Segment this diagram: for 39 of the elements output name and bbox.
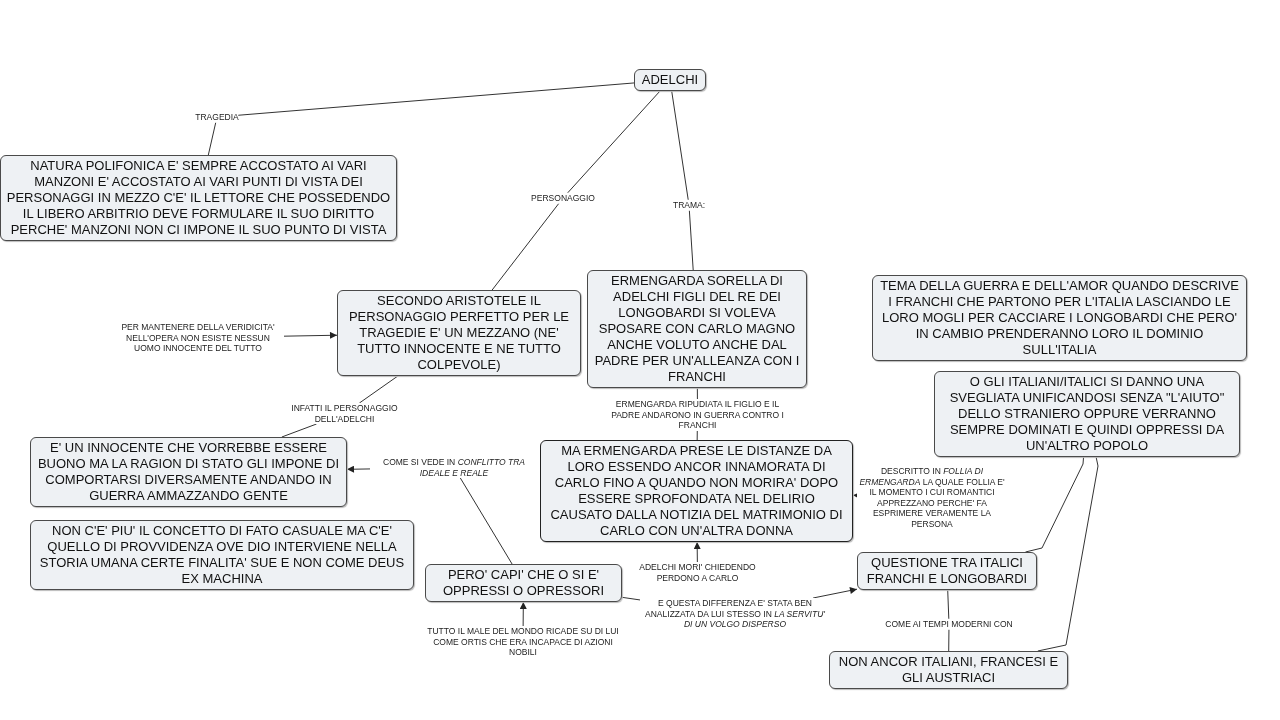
arrow [812, 587, 858, 599]
concept-text: PERO' CAPI' CHE O SI E' OPPRESSI O OPRESSORI [441, 567, 606, 599]
concept-box [634, 69, 706, 91]
connector-line [1025, 456, 1085, 553]
arrow [693, 541, 701, 563]
connector-line [281, 423, 317, 438]
concept-text: NON ANCOR ITALIANI, FRANCESI E GLI AUSTRIACI [837, 654, 1060, 686]
edge-label: PERSONAGGIO [531, 192, 595, 204]
concept-box [425, 564, 622, 602]
concept-box [857, 552, 1037, 590]
concept-text: ERMENGARDA SORELLA DI ADELCHI FIGLI DEL RE DEI LONGOBARDI SI VOLEVA SPOSARE CON CARLO MAGNO ANCHE VOLUTO ANCHE DAL PADRE PER UN'ALLEANZA CON I FRANCHI [593, 273, 801, 385]
concept-text: TEMA DELLA GUERRA E DELL'AMOR QUANDO DESCRIVE I FRANCHI CHE PARTONO PER L'ITALIA LASCIANDO LE LORO MOGLI PER CACCIARE I LONGOBARDI CHE PERO' IN CAMBIO PRENDERANNO LORO IL DOMINIO SULL'ITALIA [879, 278, 1240, 358]
connector-line [459, 477, 513, 565]
link-phrase: ERMENGARDA RIPUDIATA IL FIGLIO E IL PADRE ANDARONO IN GUERRA CONTRO I FRANCHI [610, 399, 785, 431]
connector-line [491, 90, 661, 291]
concept-text: O GLI ITALIANI/ITALICI SI DANNO UNA SVEGLIATA UNIFICANDOSI SENZA "L'AIUTO" DELLO STRANIERO OPPURE VERRANNO SEMPRE DOMINATI E QUINDI OPPRESSI DA UN'ALTRO POPOLO [948, 374, 1226, 454]
link-phrase: DESCRITTO IN FOLLIA DI ERMENGARDA LA QUALE FOLLIA E' IL MOMENTO I CUI ROMANTICI APPREZZANO PERCHE' FA ESPRIMERE VERAMENTE LA PERSONA [857, 466, 1007, 529]
connector-line [696, 387, 698, 400]
arrow [519, 601, 527, 627]
connector-line [621, 596, 641, 601]
edge-label: TRAMA: [672, 199, 706, 211]
arrow [283, 331, 338, 339]
concept-box [934, 371, 1240, 457]
concept-text: NON C'E' PIU' IL CONCETTO DI FATO CASUALE MA C'E' QUELLO DI PROVVIDENZA OVE DIO INTERVIENE NELLA STORIA UMANA CERTE FINALITA' SUE E NON COME DEUS EX MACHINA [38, 523, 406, 587]
connector-line [207, 82, 635, 156]
concept-text: MA ERMENGARDA PRESE LE DISTANZE DA LORO ESSENDO ANCOR INNAMORATA DI CARLO FINO A QUANDO NON MORIRA' DOPO ESSERE SPROFONDATA NEL DELIRIO CAUSATO DALLA NOTIZIA DEL MATRIMONIO DI CARLO CON UN'ALTRA DONNA [549, 443, 844, 539]
edge-label: TRAGEDIA [195, 111, 239, 123]
edge-label: COME AI TEMPI MODERNI CON [885, 618, 1013, 630]
concept-box [829, 651, 1068, 689]
connector-line [358, 375, 399, 404]
concept-text: SECONDO ARISTOTELE IL PERSONAGGIO PERFETTO PER LE TRAGEDIE E' UN MEZZANO (NE' TUTTO INNOCENTE E NE TUTTO COLPEVOLE) [347, 293, 571, 373]
concept-text: ADELCHI [640, 72, 700, 88]
concept-text: QUESTIONE TRA ITALICI FRANCHI E LONGOBARDI [865, 555, 1029, 587]
arrow [346, 465, 371, 473]
connector-line [1037, 456, 1099, 652]
connector-line [671, 90, 694, 271]
concept-text: E' UN INNOCENTE CHE VORREBBE ESSERE BUONO MA LA RAGION DI STATO GLI IMPONE DI COMPORTARSI DIVERSAMENTE ANDANDO IN GUERRA AMMAZZANDO GENTE [36, 440, 341, 504]
concept-text: NATURA POLIFONICA E' SEMPRE ACCOSTATO AI VARI MANZONI E' ACCOSTATO AI VARI PUNTI DI VISTA DEI PERSONAGGI IN MEZZO C'E' IL LETTORE CHE POSSEDENDO IL LIBERO ARBITRIO DEVE FORMULARE IL SUO DIRITTO PERCHE' MANZONI NON CI IMPONE IL SUO PUNTO DI VISTA [6, 158, 391, 238]
connector-line [696, 430, 698, 441]
